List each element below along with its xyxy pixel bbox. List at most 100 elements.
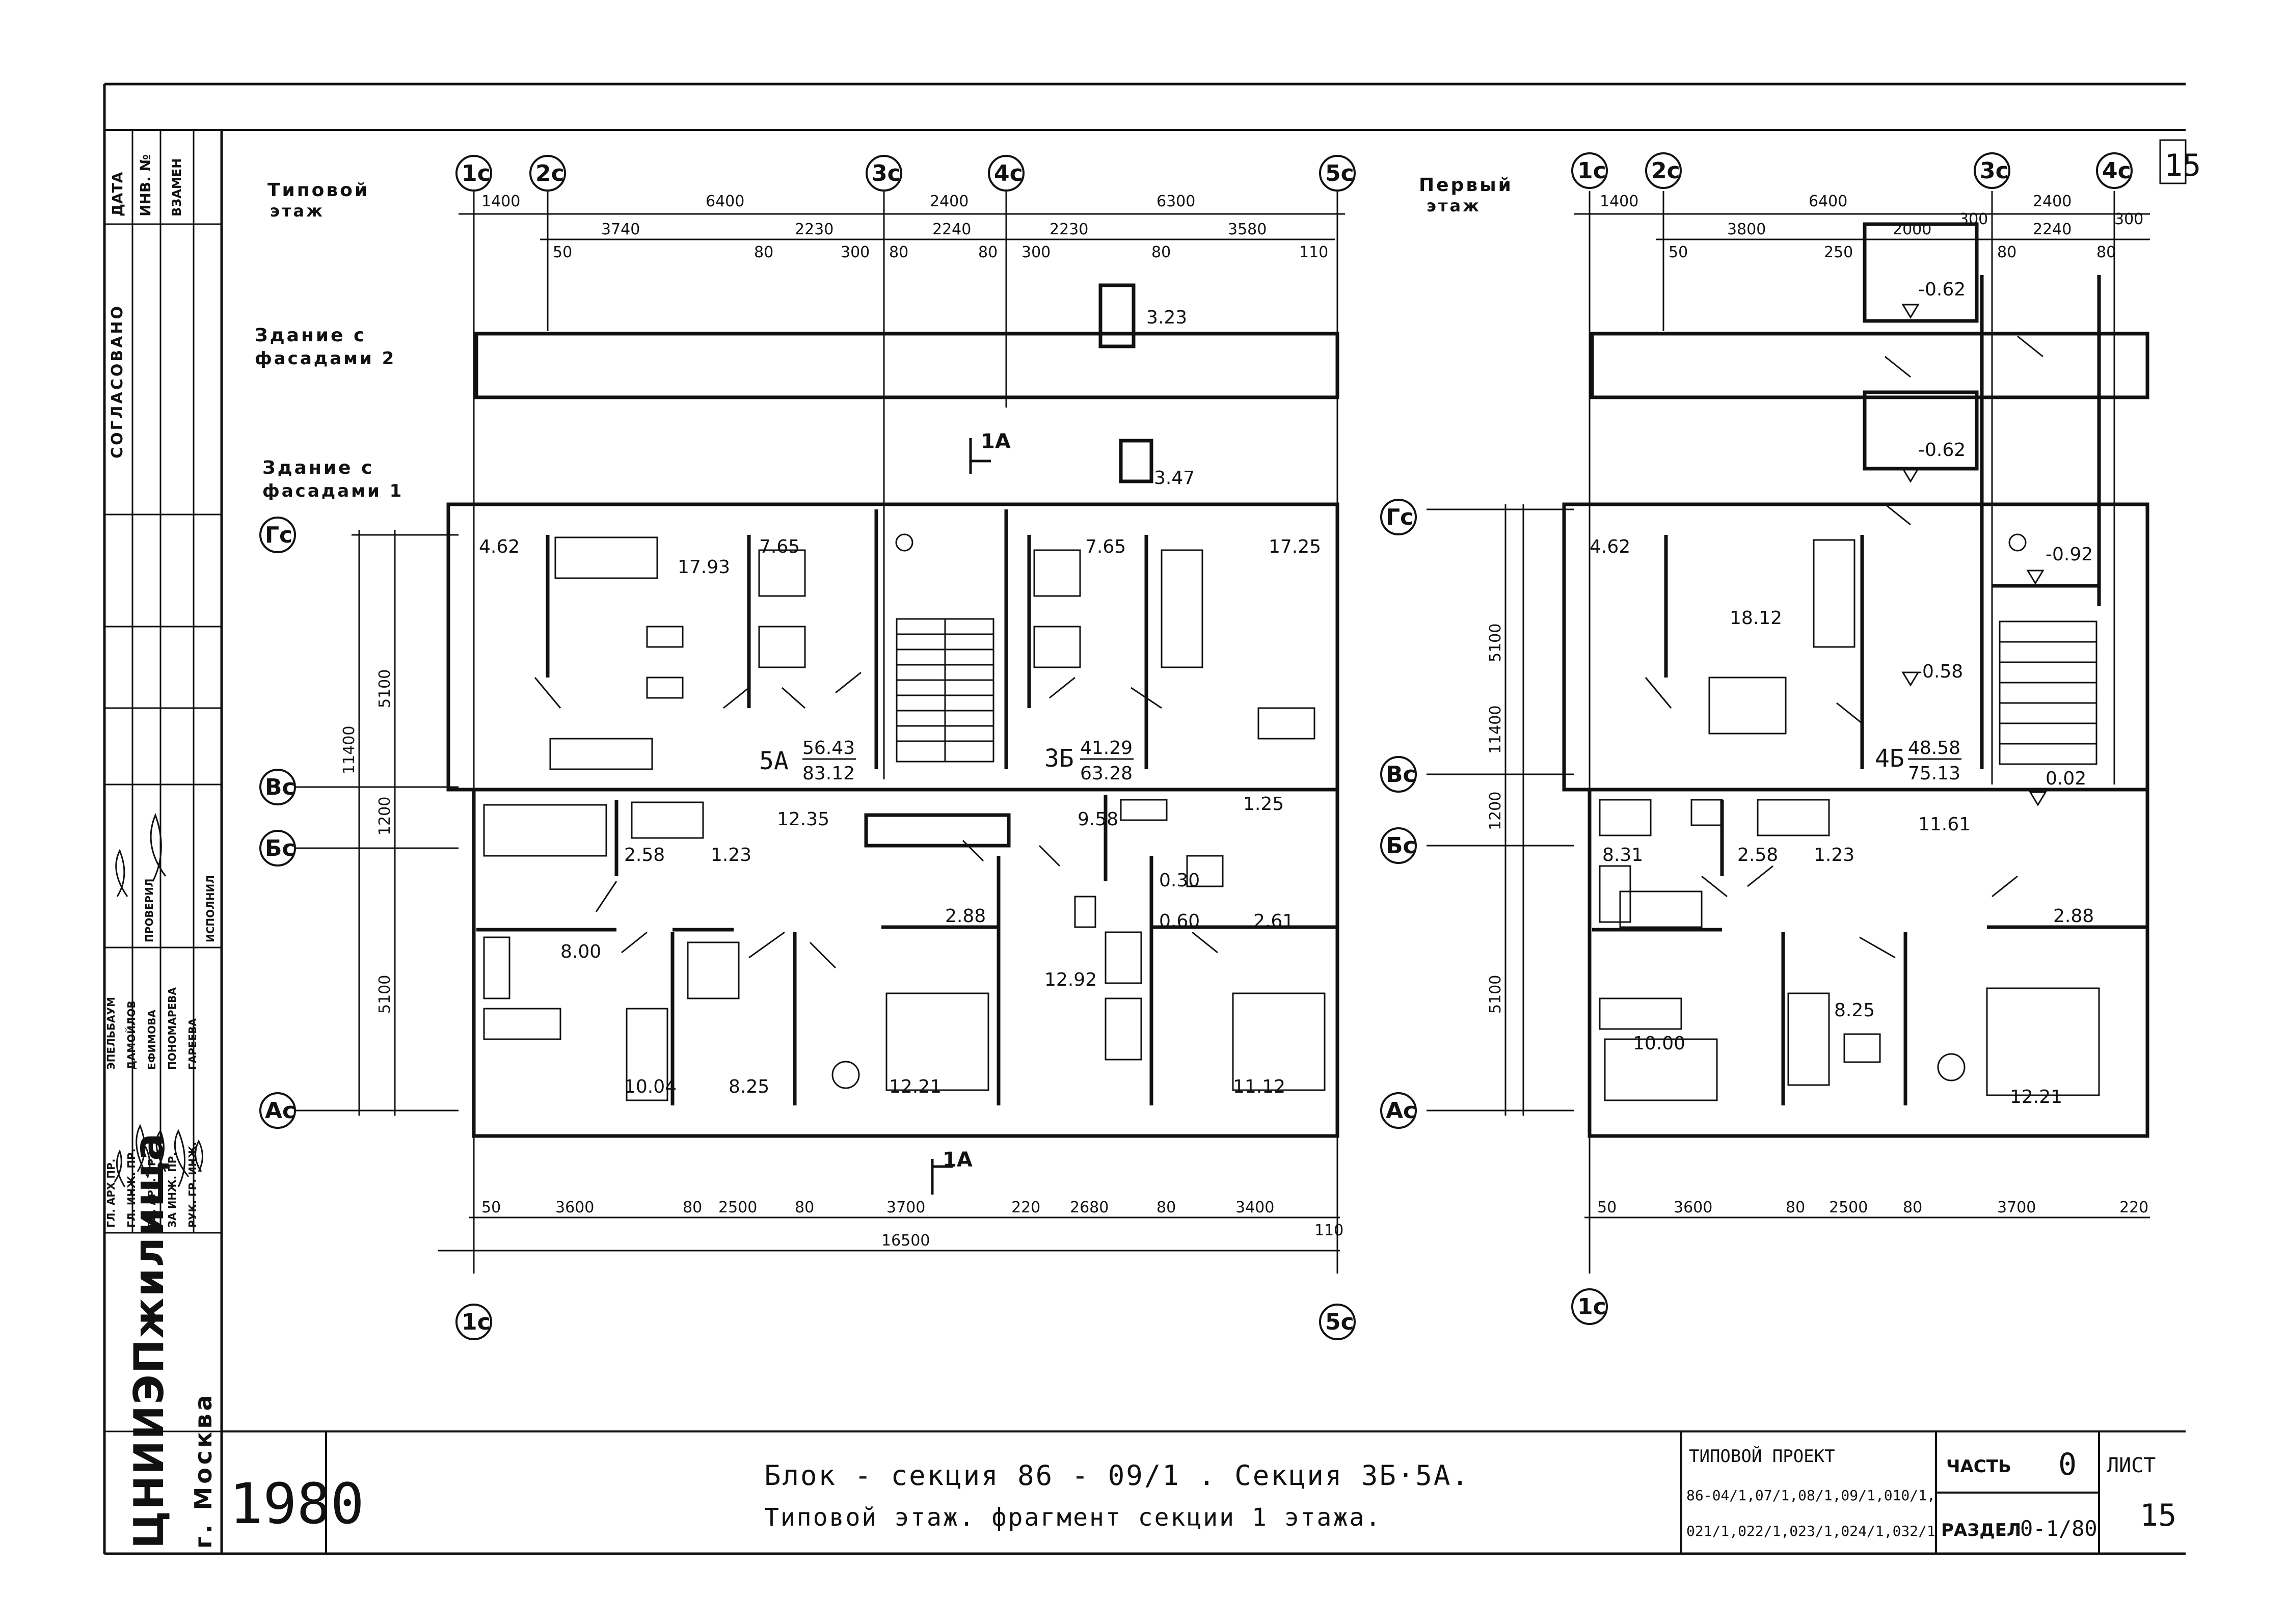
left-area-3.23: 3.23 — [1146, 307, 1187, 328]
left-dim-small: 110 — [1314, 1222, 1343, 1239]
right-area-11.61: 11.61 — [1918, 814, 1971, 835]
right-dim-bot-5: 80 — [1903, 1199, 1922, 1216]
left-dim-top2-2: 2230 — [795, 221, 833, 238]
left-axis-gc: Гс — [265, 522, 292, 548]
left-area-1.23: 1.23 — [711, 845, 751, 865]
right-dim-top2-3: 300 — [1959, 210, 1988, 228]
right-dim-top3-1: 50 — [1669, 243, 1688, 261]
side-stamp-inv: ИНВ. № — [137, 154, 154, 216]
right-dim-top3-2: 250 — [1824, 243, 1853, 261]
left-dim-bot-10: 3400 — [1235, 1199, 1274, 1216]
left-dim-top3-8: 110 — [1299, 243, 1328, 261]
stamp-name-4: ПОНОМАРЕВА — [166, 987, 178, 1070]
left-dim-bot-3: 80 — [683, 1199, 702, 1216]
right-area-10.00: 10.00 — [1633, 1033, 1685, 1054]
stamp-name-3: ЕФИМОВА — [146, 1010, 158, 1070]
right-dim-side-3: 5100 — [1487, 975, 1504, 1014]
right-level-5: 0.02 — [2046, 768, 2086, 789]
right-area-12.21: 12.21 — [2010, 1087, 2062, 1107]
side-stamp-replace: ВЗАМЕН — [170, 158, 184, 216]
stamp-role-4: ЗА ИНЖ. ПР. — [166, 1152, 178, 1228]
org-name: ЦНИИЭПжилища — [125, 1132, 173, 1549]
right-area-1.23: 1.23 — [1814, 845, 1854, 865]
right-area-8.31: 8.31 — [1602, 845, 1643, 865]
left-area-11.12: 11.12 — [1233, 1076, 1285, 1097]
right-area-2.88: 2.88 — [2053, 906, 2094, 927]
left-dim-top2-4: 2230 — [1050, 221, 1088, 238]
right-axis-top-1c: 1с — [1577, 158, 1606, 184]
left-cut-mark — [931, 438, 991, 1195]
project-codes-2: 021/1,022/1,023/1,024/1,032/1 — [1686, 1523, 1935, 1539]
right-door-swings — [1645, 335, 2043, 959]
right-dim-top1-2: 6400 — [1809, 193, 1847, 210]
right-axis-bubbles — [1380, 152, 2133, 1325]
apt-3b-living: 41.29 — [1080, 738, 1133, 759]
title-year: 1980 — [229, 1471, 364, 1536]
left-area-9.58: 9.58 — [1078, 809, 1118, 830]
right-stair — [1999, 533, 2097, 765]
right-axis-ac: Ас — [1386, 1098, 1416, 1124]
section-value: 0-1/80 — [2020, 1516, 2097, 1541]
side-stamp-date: ДАТА — [109, 172, 126, 216]
left-dim-top1-1: 1400 — [481, 193, 520, 210]
left-dim-top2-3: 2240 — [932, 221, 971, 238]
left-axis-ac: Ас — [265, 1098, 295, 1124]
left-axis-top-4c: 4с — [994, 160, 1023, 186]
left-grid-lines — [285, 191, 1345, 1274]
left-area-2.58: 2.58 — [624, 845, 665, 865]
left-dim-bot-6: 3700 — [886, 1199, 925, 1216]
org-city: г. Москва — [190, 1392, 217, 1549]
left-area-12.92: 12.92 — [1044, 969, 1097, 990]
left-walls — [446, 283, 1339, 1138]
right-dim-top3-4: 80 — [2096, 243, 2116, 261]
right-dim-top1-3: 2400 — [2033, 193, 2072, 210]
right-heading-2: этаж — [1427, 196, 1481, 215]
left-axis-bottom-5c: 5с — [1325, 1309, 1354, 1335]
left-area-2.61: 2.61 — [1253, 911, 1294, 932]
left-dim-bot-9: 80 — [1157, 1199, 1176, 1216]
right-axis-vc: Вс — [1386, 762, 1416, 788]
right-area-4.62: 4.62 — [1590, 536, 1630, 557]
left-area-10.04: 10.04 — [624, 1076, 677, 1097]
left-heading-2: этаж — [270, 201, 325, 221]
right-furniture — [1599, 539, 2100, 1101]
right-dim-side-total: 11400 — [1487, 706, 1504, 754]
left-dim-top3-6: 300 — [1021, 243, 1051, 261]
right-dim-top2-5: 300 — [2114, 210, 2143, 228]
sheet-value: 15 — [2140, 1498, 2176, 1533]
right-axis-top-4c: 4с — [2102, 158, 2131, 184]
project-label: ТИПОВОЙ ПРОЕКТ — [1689, 1446, 1835, 1467]
left-axis-top-3c: 3с — [872, 160, 901, 186]
left-area-8.25: 8.25 — [729, 1076, 769, 1097]
left-axis-top-5c: 5с — [1325, 160, 1354, 186]
right-axis-bottom-1c: 1с — [1577, 1294, 1606, 1320]
left-area-2.88: 2.88 — [945, 906, 986, 927]
left-dim-side-total: 11400 — [340, 726, 358, 774]
left-area-7.65-b: 7.65 — [1085, 536, 1126, 557]
left-area-12.35: 12.35 — [777, 809, 829, 830]
fasade2-line2: фасадами 2 — [255, 348, 396, 369]
apt-5a-label: 5А — [759, 747, 789, 775]
stamp-role-1: ГЛ. АРХ ПР. — [105, 1159, 117, 1228]
apt-4b-label: 4Б — [1875, 744, 1904, 773]
right-grid-lines — [1427, 191, 2150, 1274]
right-axis-bc: Бс — [1386, 833, 1416, 859]
corner-sheet-number: 15 — [2164, 148, 2201, 183]
left-axis-bc: Бс — [265, 835, 295, 861]
right-area-2.58: 2.58 — [1737, 845, 1778, 865]
stamp-name-2: ДАМОЙЛОВ — [125, 1000, 138, 1070]
left-area-0.30: 0.30 — [1159, 870, 1200, 891]
apt-4b-living: 48.58 — [1908, 738, 1960, 759]
right-dim-side-1: 5100 — [1487, 624, 1504, 662]
left-dim-top3-2: 80 — [754, 243, 773, 261]
left-dim-bot-1: 50 — [481, 1199, 501, 1216]
right-heading-1: Первый — [1419, 175, 1513, 196]
right-dim-bot-2: 3600 — [1674, 1199, 1712, 1216]
stamp-role2-1: ПРОВЕРИЛ — [143, 879, 155, 942]
right-level-marks — [1901, 304, 2047, 806]
left-dim-top3-7: 80 — [1151, 243, 1171, 261]
left-axis-bubbles — [259, 155, 1356, 1340]
left-dim-top3-5: 80 — [978, 243, 998, 261]
left-dim-bot-4: 2500 — [718, 1199, 757, 1216]
stamp-role-2: ГЛ. ИНЖ. ПР. — [125, 1149, 138, 1228]
